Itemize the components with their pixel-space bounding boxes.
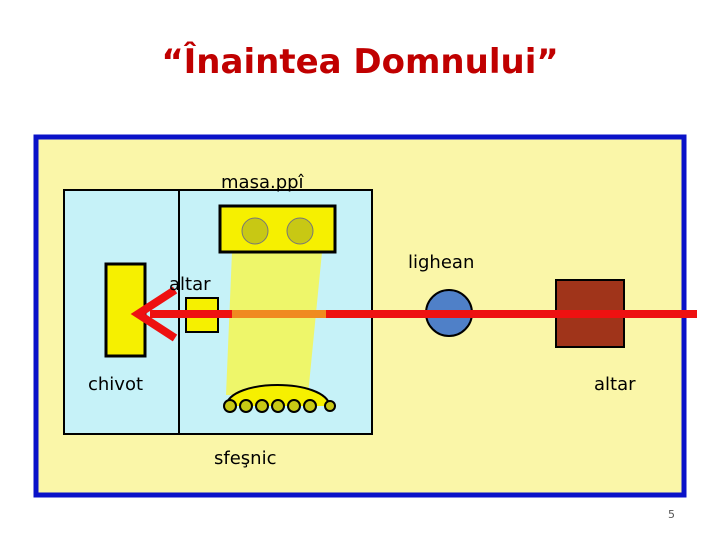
label-table: masa.ppî bbox=[221, 172, 305, 193]
table-of-showbread bbox=[218, 204, 337, 254]
label-burnt-altar: altar bbox=[594, 374, 636, 395]
lamp-icon bbox=[255, 399, 269, 413]
lamp-icon bbox=[287, 399, 301, 413]
bread-left-icon bbox=[241, 217, 269, 245]
lamp-icon bbox=[324, 400, 336, 412]
label-lampstand: sfeşnic bbox=[214, 448, 276, 469]
path-arrow-head-icon bbox=[130, 286, 178, 342]
lampstand-base bbox=[225, 384, 331, 407]
slide-title: “Înaintea Domnului” bbox=[161, 42, 559, 82]
light-beam bbox=[226, 252, 322, 395]
lamp-icon bbox=[223, 399, 237, 413]
page-number: 5 bbox=[668, 508, 675, 521]
label-laver: lighean bbox=[408, 252, 474, 273]
label-ark: chivot bbox=[88, 374, 143, 395]
lamp-icon bbox=[303, 399, 317, 413]
lamp-icon bbox=[239, 399, 253, 413]
bread-right-icon bbox=[286, 217, 314, 245]
label-incense-altar: altar bbox=[169, 274, 211, 295]
lampstand-lamps bbox=[223, 399, 336, 413]
lamp-icon bbox=[271, 399, 285, 413]
